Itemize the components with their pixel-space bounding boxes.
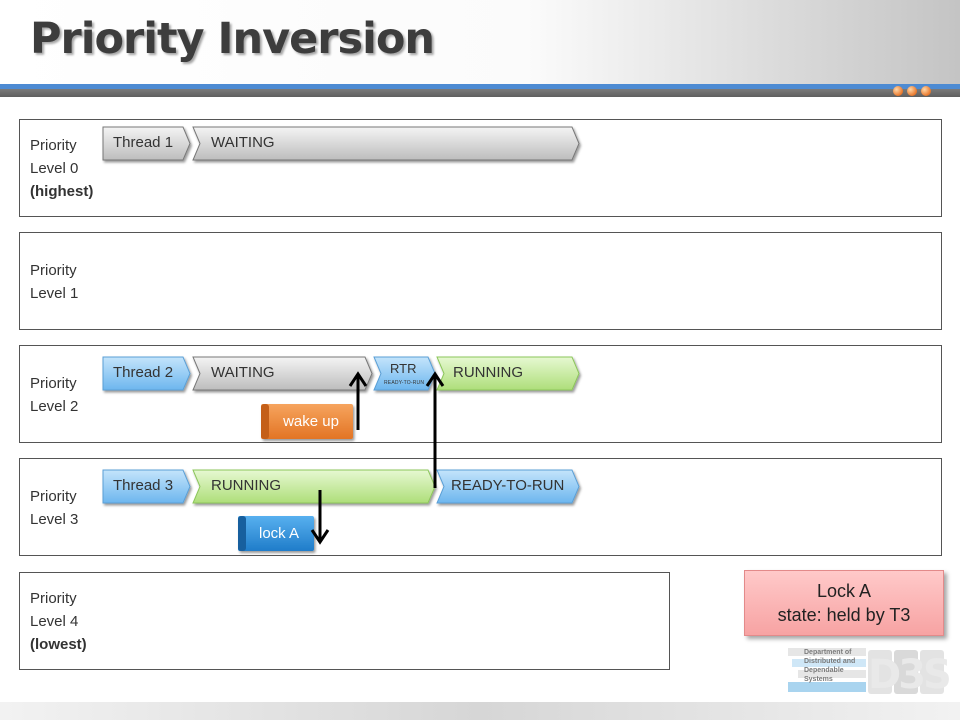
thread3-state-ready: READY-TO-RUN: [451, 477, 565, 494]
lane-priority-4: Priority Level 4 (lowest): [19, 572, 670, 670]
d3s-logo-shape: [788, 648, 944, 694]
thread2-waiting-chevron: [192, 356, 373, 391]
lane-label-line: (lowest): [30, 636, 87, 653]
thread2-rtr-chevron: [373, 356, 436, 391]
lane-label: Priority Level 1: [30, 259, 78, 305]
logo-text-line: Department of: [804, 649, 852, 656]
lane-label-line: Level 0: [30, 160, 79, 177]
lane-label-line: Level 2: [30, 398, 79, 415]
lane-label-line: Priority: [30, 488, 77, 505]
lane-label-line: Priority: [30, 137, 77, 154]
lock-state-value: state: held by T3: [777, 605, 911, 625]
lane-priority-1: Priority Level 1: [19, 232, 942, 330]
wake-up-note-shape: [261, 404, 353, 439]
logo-text-line: Systems: [804, 676, 833, 683]
logo-text: Department of Distributed and Dependable…: [804, 648, 855, 684]
thread2-label: Thread 2: [113, 364, 174, 381]
thread2-label-chevron: [102, 356, 191, 391]
lock-a-note: lock A: [258, 525, 300, 542]
lock-a-arrow: [310, 490, 330, 545]
thread1-waiting-chevron: [192, 126, 580, 161]
lock-state-title: Lock A: [816, 581, 872, 601]
logo-mark: D3S: [868, 652, 952, 698]
lock-state-box: Lock A state: held by T3: [744, 570, 944, 636]
wake-up-arrow: [348, 371, 368, 430]
lane-label: Priority Level 2: [30, 372, 78, 418]
lane-label: Priority Level 3: [30, 485, 78, 531]
thread3-label: Thread 3: [113, 477, 174, 494]
thread2-state-rtr: RTR: [390, 361, 417, 376]
rtr-transition-arrow: [425, 371, 445, 488]
lane-label-line: Level 4: [30, 613, 79, 630]
lane-label-line: Level 3: [30, 511, 79, 528]
thread3-ready-chevron: [436, 469, 580, 504]
thread2-state-running: RUNNING: [453, 364, 523, 381]
logo-text-line: Dependable: [804, 667, 844, 674]
thread2-state-rtr-full: READY-TO-RUN: [384, 380, 425, 386]
thread2-state-waiting: WAITING: [211, 364, 275, 381]
thread1-label: Thread 1: [113, 134, 174, 151]
title-divider-bar: [0, 89, 960, 97]
thread3-state-running: RUNNING: [211, 477, 281, 494]
logo-text-line: Distributed and: [804, 658, 856, 665]
lane-label-line: Priority: [30, 590, 77, 607]
footer-band: [0, 702, 960, 720]
lane-label-line: Priority: [30, 375, 77, 392]
decorative-dots: [893, 86, 931, 96]
wake-up-note: wake up: [283, 413, 339, 430]
lane-label: Priority Level 0 (highest): [30, 134, 93, 203]
lane-label-line: (highest): [30, 183, 94, 200]
thread1-label-chevron: [102, 126, 191, 161]
thread1-state: WAITING: [211, 134, 275, 151]
lane-label-line: Level 1: [30, 285, 79, 302]
thread2-running-chevron: [436, 356, 580, 391]
title-accent-bar: [0, 84, 960, 89]
thread3-running-chevron: [192, 469, 436, 504]
lock-a-note-shape: [238, 516, 314, 551]
title-band: [0, 0, 960, 84]
lane-label: Priority Level 4 (lowest): [30, 587, 87, 656]
lane-label-line: Priority: [30, 262, 77, 279]
thread3-label-chevron: [102, 469, 191, 504]
slide-title: Priority Inversion: [30, 14, 435, 64]
